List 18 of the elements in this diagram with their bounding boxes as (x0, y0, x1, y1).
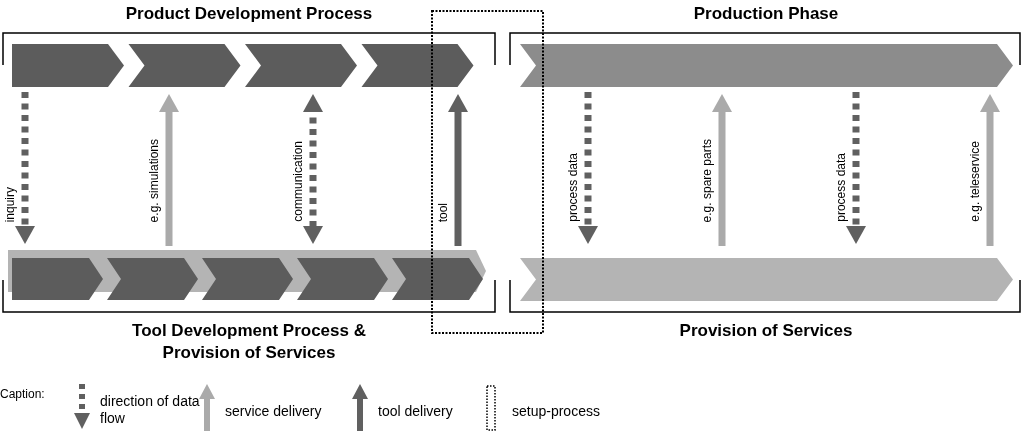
edge-label: process data (834, 153, 848, 222)
edge-label: process data (566, 153, 580, 222)
edge-label: inquiry (3, 186, 17, 222)
edge-label: e.g. spare parts (700, 138, 714, 222)
band-heading: Production Phase (692, 3, 840, 25)
legend-label: tool delivery (378, 403, 454, 420)
legend-label: setup-process (512, 403, 601, 420)
legend-label: service delivery (225, 403, 323, 420)
arrow (303, 94, 323, 244)
band-heading: Tool Development Process & Provision of Services (131, 320, 367, 364)
edge-label: communication (291, 141, 305, 222)
band-heading: Product Development Process (124, 3, 374, 25)
edge-label: tool (436, 202, 450, 222)
legend-label: direction of data flow (100, 393, 200, 427)
caption-label: Caption: (0, 386, 45, 403)
band-heading: Provision of Services (678, 320, 854, 342)
edge-label: e.g. teleservice (968, 141, 982, 222)
edge-label: e.g. simulations (147, 138, 161, 222)
